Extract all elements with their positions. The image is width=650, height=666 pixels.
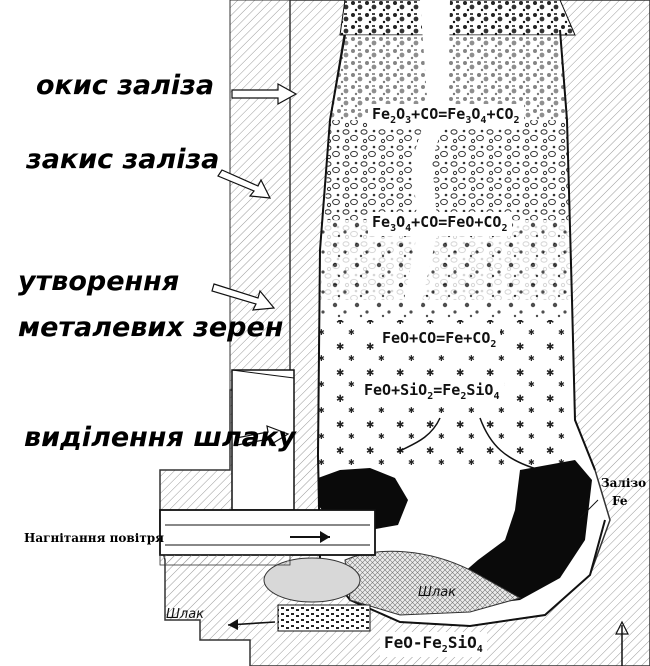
- label-ferrous-oxide: закис заліза: [26, 144, 220, 175]
- formula-2: Fe3O4+CO=FeO+CO2: [368, 212, 512, 236]
- charge-top: [339, 0, 576, 36]
- formula-4: FeO+SiO2=Fe2SiO4: [360, 380, 504, 404]
- label-air-injection: Нагнітання повітря: [24, 531, 165, 545]
- slag-tap-block: [277, 604, 371, 632]
- gas-channel: [402, 0, 450, 310]
- slag-lump: [263, 557, 361, 603]
- label-iron-symbol: Fe: [612, 494, 628, 508]
- arrow-ferrous: [217, 169, 272, 199]
- tuyere-pipe: [159, 509, 376, 556]
- label-metal-grains-1: утворення: [18, 266, 180, 297]
- label-metal-grains-2: металевих зерен: [18, 312, 284, 343]
- arrow-grains: [211, 283, 276, 311]
- formula-1: Fe2O3+CO=Fe3O4+CO2: [368, 104, 524, 128]
- shaft-dots: [320, 220, 572, 330]
- label-iron: Залізо: [601, 476, 647, 490]
- label-slag-outlet: Шлак: [166, 607, 205, 622]
- formula-5: FeO-Fe2SiO4: [380, 632, 487, 658]
- formula-3: FeO+CO=Fe+CO2: [378, 328, 501, 352]
- label-slag-separation: виділення шлаку: [24, 422, 296, 453]
- label-iron-oxide: окис заліза: [36, 70, 215, 101]
- label-slag-inside: Шлак: [418, 585, 457, 600]
- arrow-slag: [235, 425, 290, 446]
- iron-bloom-right: [455, 460, 592, 606]
- arrow-oxide: [231, 82, 298, 106]
